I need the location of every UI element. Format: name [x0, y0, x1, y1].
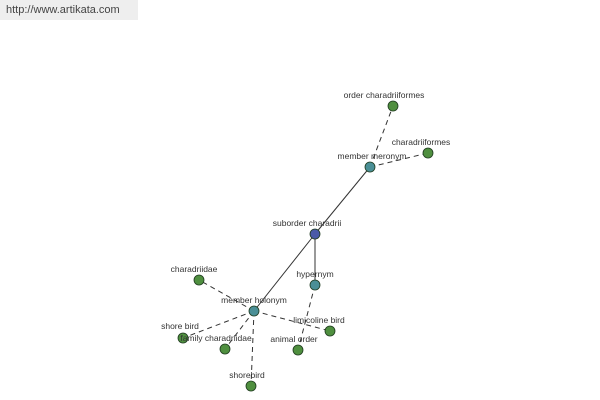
edge-member-holonym-to-shorebird [250, 310, 255, 387]
node-label-animal-order[interactable]: animal order [270, 334, 317, 344]
edge-member-meronym-to-charadriiformes [369, 152, 429, 168]
edge-root-to-member-holonym [253, 233, 316, 312]
edge-member-holonym-to-shore-bird [182, 310, 255, 339]
node-label-charadriiformes[interactable]: charadriiformes [392, 137, 451, 147]
node-label-member-holonym[interactable]: member holonym [221, 295, 287, 305]
node-label-shore-bird[interactable]: shore bird [161, 321, 199, 331]
edge-member-holonym-to-charadriidae [198, 279, 255, 312]
node-label-order-charadriiformes[interactable]: order charadriiformes [344, 90, 425, 100]
node-label-hypernym[interactable]: hypernym [296, 269, 333, 279]
edges-layer [182, 105, 429, 387]
node-charadriidae[interactable] [193, 274, 205, 286]
node-label-member-meronym[interactable]: member meronym [338, 151, 407, 161]
nodes-layer [177, 100, 434, 392]
node-label-family-charadriidae[interactable]: family charadriidae [180, 333, 252, 343]
node-family-charadriidae[interactable] [219, 343, 231, 355]
node-label-charadriidae[interactable]: charadriidae [171, 264, 218, 274]
edge-member-meronym-to-order-charadriiformes [369, 105, 394, 168]
node-charadriiformes[interactable] [422, 147, 434, 159]
node-root[interactable] [309, 228, 321, 240]
node-label-shorebird[interactable]: shorebird [229, 370, 265, 380]
source-url[interactable]: http://www.artikata.com [0, 0, 138, 20]
labels-layer: suborder charadrii member meronym hypernym… [161, 90, 450, 380]
node-limicoline-bird[interactable] [324, 325, 336, 337]
node-animal-order[interactable] [292, 344, 304, 356]
edge-hypernym-to-animal-order [297, 284, 316, 351]
node-shorebird[interactable] [245, 380, 257, 392]
edge-root-to-member-meronym [314, 166, 371, 235]
node-label-limicoline-bird[interactable]: limicoline bird [293, 315, 345, 325]
node-hypernym[interactable] [309, 279, 321, 291]
node-shore-bird[interactable] [177, 332, 189, 344]
node-member-meronym[interactable] [364, 161, 376, 173]
node-label-root[interactable]: suborder charadrii [273, 218, 342, 228]
edge-member-holonym-to-family-charadriidae [224, 310, 255, 350]
node-order-charadriiformes[interactable] [387, 100, 399, 112]
node-member-holonym[interactable] [248, 305, 260, 317]
edge-member-holonym-to-limicoline-bird [253, 310, 331, 332]
